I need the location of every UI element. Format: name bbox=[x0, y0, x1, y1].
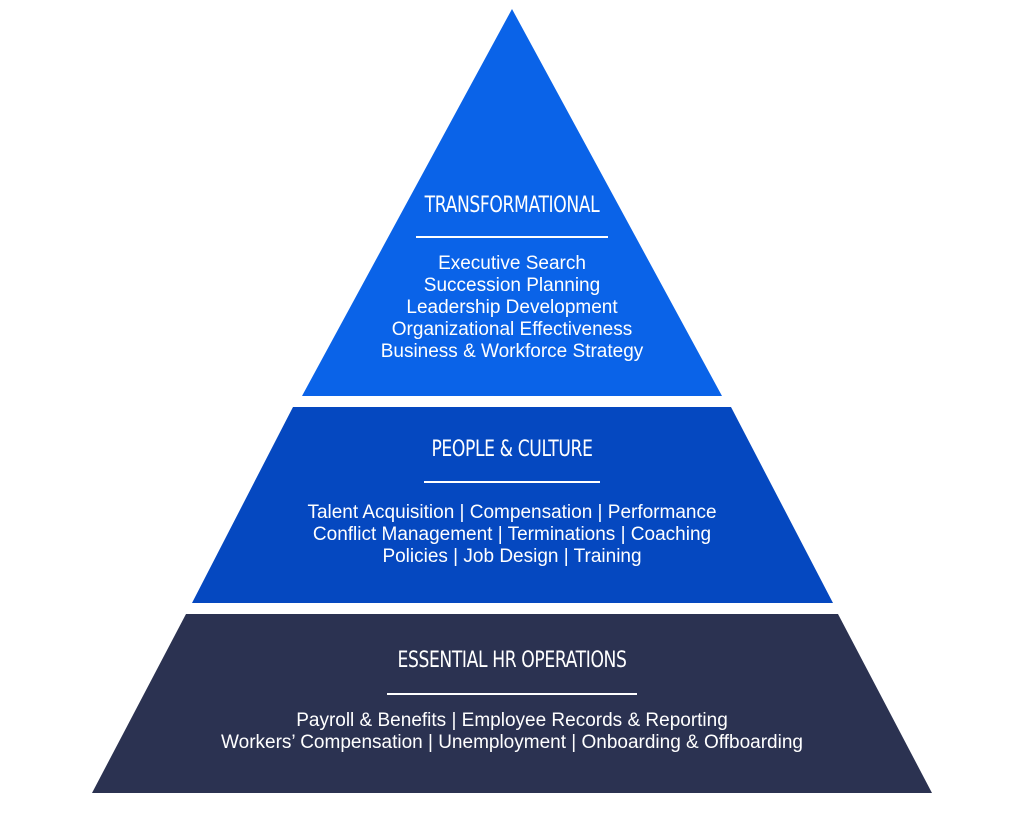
tier-item: Business & Workforce Strategy bbox=[380, 341, 644, 362]
tier-item: Payroll & Benefits | Employee Records & … bbox=[296, 710, 728, 731]
tier-title: TRANSFORMATIONAL bbox=[424, 193, 600, 218]
tier-item: Executive Search bbox=[438, 253, 586, 274]
tier-item: Organizational Effectiveness bbox=[391, 319, 633, 340]
tier-item: Policies | Job Design | Training bbox=[382, 546, 642, 567]
tier-items: Executive Search Succession Planning Lea… bbox=[0, 253, 1024, 363]
title-divider bbox=[416, 236, 608, 238]
tier-item: Workers’ Compensation | Unemployment | O… bbox=[221, 732, 803, 753]
pyramid-tier-bottom-shape bbox=[92, 614, 932, 793]
tier-people-culture: PEOPLE & CULTURE Talent Acquisition | Co… bbox=[0, 437, 1024, 568]
tier-item: Talent Acquisition | Compensation | Perf… bbox=[307, 502, 717, 523]
tier-title: ESSENTIAL HR OPERATIONS bbox=[397, 648, 627, 673]
tier-item: Leadership Development bbox=[406, 297, 618, 318]
tier-items: Talent Acquisition | Compensation | Perf… bbox=[0, 502, 1024, 568]
pyramid-tier-middle-shape bbox=[192, 407, 833, 603]
tier-transformational: TRANSFORMATIONAL Executive Search Succes… bbox=[0, 193, 1024, 363]
tier-items: Payroll & Benefits | Employee Records & … bbox=[0, 710, 1024, 754]
tier-essential-hr-operations: ESSENTIAL HR OPERATIONS Payroll & Benefi… bbox=[0, 648, 1024, 754]
tier-title: PEOPLE & CULTURE bbox=[431, 437, 593, 462]
tier-item: Conflict Management | Terminations | Coa… bbox=[312, 524, 712, 545]
title-divider bbox=[387, 693, 637, 695]
pyramid-tier-top-shape bbox=[302, 9, 722, 396]
tier-item: Succession Planning bbox=[423, 275, 601, 296]
title-divider bbox=[424, 481, 600, 483]
